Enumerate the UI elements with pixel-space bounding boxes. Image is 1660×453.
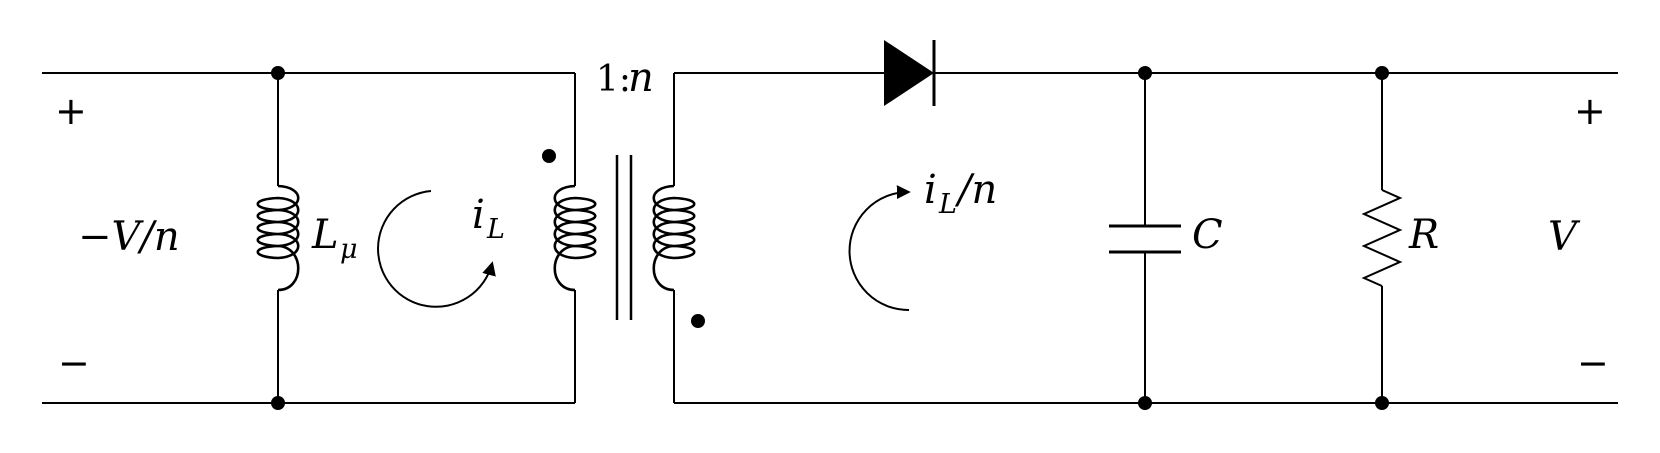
junction-dot [271,396,285,410]
junction-dot [1138,66,1152,80]
output-voltage-label: V [1548,214,1581,260]
magnetizing-inductor: L μ [256,184,358,292]
secondary-current-divisor: /n [954,167,997,213]
output-terminals: + − V [1548,89,1609,385]
primary-polarity-dot [542,149,556,163]
primary-current-loop: i L [377,190,505,308]
secondary-winding-icon [652,184,696,292]
secondary-current-subscript: L [938,189,957,220]
resistor-zigzag-icon [1361,189,1403,287]
secondary-current-label: i [924,167,937,213]
inductor-coil-icon [256,184,300,292]
primary-winding-icon [553,184,597,292]
junctions [271,66,1389,410]
input-minus-sign: − [58,341,90,385]
inductor-label: L [311,212,339,258]
wires [42,72,1618,404]
counterclockwise-current-arrow-icon [848,185,911,312]
turns-ratio-label: 1: [596,59,631,100]
secondary-polarity-dot [691,314,705,328]
capacitor-label: C [1192,212,1223,258]
resistor-label: R [1408,212,1439,258]
junction-dot [1375,66,1389,80]
clockwise-current-arrow-icon [377,190,496,308]
ideal-transformer: 1: n [542,55,705,328]
input-terminals: + − −V/n [55,89,180,385]
input-voltage-label: −V/n [78,214,180,260]
junction-dot [1375,396,1389,410]
junction-dot [271,66,285,80]
capacitor: C [1109,212,1223,258]
junction-dot [1138,396,1152,410]
primary-current-label: i [472,192,485,238]
turns-ratio-n: n [628,55,654,101]
resistor: R [1361,189,1439,287]
output-plus-sign: + [1574,89,1606,133]
secondary-current-loop: i L /n [848,167,997,312]
diode [884,40,936,106]
diode-icon [884,40,934,106]
input-plus-sign: + [55,89,87,133]
output-minus-sign: − [1577,341,1609,385]
inductor-label-subscript: μ [340,234,358,265]
primary-current-subscript: L [486,214,505,245]
